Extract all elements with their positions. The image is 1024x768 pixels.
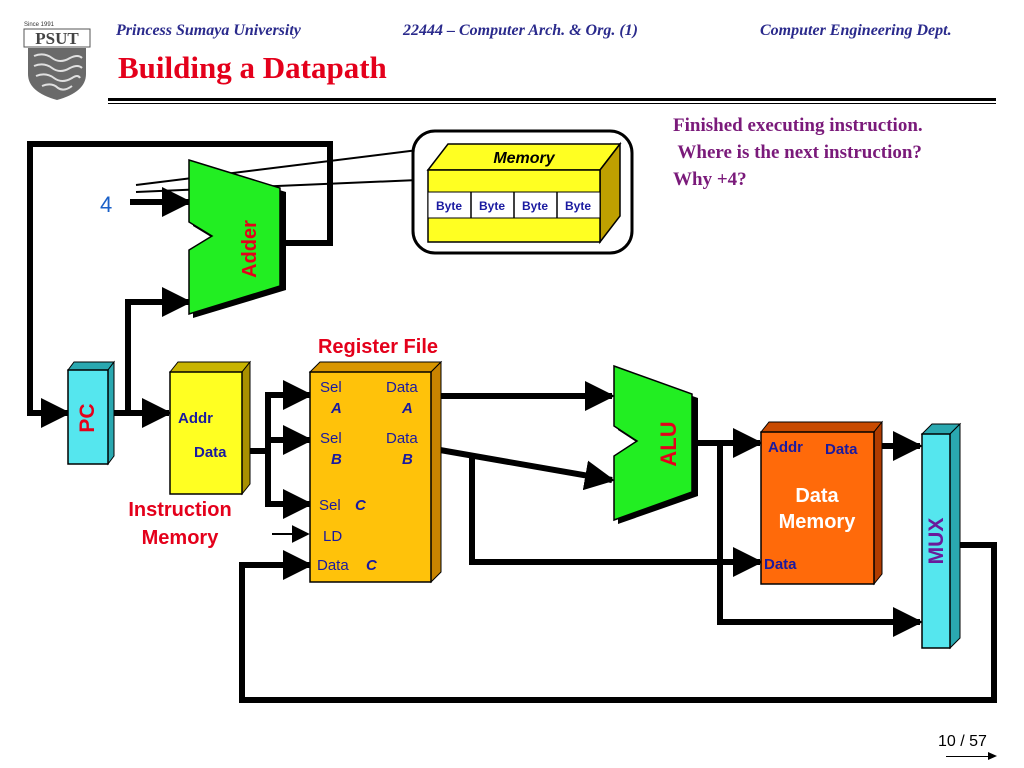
note-line-3: Why +4? [673,169,747,190]
memory-callout-title: Memory [493,150,555,167]
note-line-2: Where is the next instruction? [673,142,922,163]
title-rule-thick [108,98,996,101]
memory-callout: Memory Byte Byte Byte Byte [411,129,634,255]
adder: Adder [188,158,286,318]
university-logo: Since 1991 PSUT [22,18,94,102]
alu: ALU [613,364,698,524]
dmem-data-in-port: Data [764,556,797,573]
page-title: Building a Datapath [118,50,387,85]
wire-alu-to-mux [717,443,923,637]
memory-byte-3: Byte [522,199,548,213]
logo-since: Since 1991 [24,22,55,28]
adder-label: Adder [239,220,261,278]
pc-label: PC [76,403,99,432]
rf-data-b-sub: B [402,451,413,468]
register-file-title: Register File [318,336,438,358]
rf-sel-a-sub: A [330,400,342,417]
rf-sel-a: Sel [320,379,342,396]
callout-line-upper [135,149,419,186]
memory-byte-2: Byte [479,199,505,213]
wire-to-sel-c [265,451,313,519]
dmem-data-out-port: Data [825,441,858,458]
instruction-memory: Addr Data [168,360,252,496]
register-file: Sel A Sel B Sel C LD Data C Data A Data … [308,360,443,584]
page-counter: 10 / 57 [938,733,987,751]
university-crest-icon: Since 1991 PSUT [23,22,91,100]
imem-data-port: Data [194,444,227,461]
alu-label: ALU [656,421,681,466]
mux: MUX [920,422,962,650]
question-note: Finished executing instruction. Where is… [673,112,923,193]
imem-addr-port: Addr [178,410,213,427]
rf-sel-c: Sel [319,497,341,514]
dmem-label-line1: Data [795,485,839,507]
callout-line-lower [135,179,419,193]
data-memory: Addr Data Data Memory Data [759,420,884,586]
dmem-label-line2: Memory [779,511,857,533]
next-slide-line[interactable] [946,756,990,757]
wire-data-b-to-alu [439,447,615,491]
rf-data-a: Data [386,379,418,396]
header-course: 22444 – Computer Arch. & Org. (1) [403,22,638,39]
wires [27,141,997,703]
wire-adder-to-pc [27,141,333,428]
page-current: 10 [938,733,956,750]
header-university: Princess Sumaya University [116,22,301,39]
dmem-addr-port: Addr [768,439,803,456]
next-slide-arrow-icon[interactable] [988,752,997,760]
memory-byte-1: Byte [436,199,462,213]
note-line-1: Finished executing instruction. [673,115,923,136]
title-rule-thin [108,103,996,104]
program-counter: PC [67,360,115,466]
wire-to-sel-a [265,380,313,451]
page-separator: / [955,733,970,750]
wire-mux-to-data-c [239,542,997,703]
rf-data-c: Data [317,557,349,574]
constant-four: 4 [100,192,112,217]
rf-sel-b-sub: B [331,451,342,468]
rf-data-b: Data [386,430,418,447]
logo-name: PSUT [35,29,79,48]
rf-data-c-sub: C [366,557,378,574]
rf-sel-b: Sel [320,430,342,447]
imem-label-line2: Memory [142,527,220,549]
wire-data-b-to-dmem [469,456,763,577]
rf-sel-c-sub: C [355,497,367,514]
rf-ld: LD [323,528,342,545]
mux-label: MUX [925,518,948,565]
memory-byte-4: Byte [565,199,591,213]
header-department: Computer Engineering Dept. [760,22,952,39]
rf-data-a-sub: A [401,400,413,417]
page-total: 57 [969,733,987,750]
imem-label-line1: Instruction [128,499,231,521]
